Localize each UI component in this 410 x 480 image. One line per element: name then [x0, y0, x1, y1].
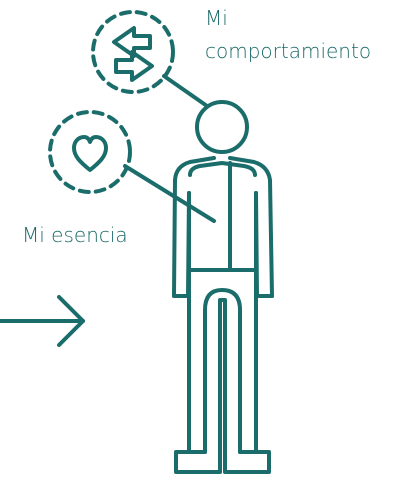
swap-arrows-icon — [112, 26, 154, 82]
person-legs-inner — [203, 288, 242, 454]
person-collar — [188, 161, 257, 177]
person-head — [195, 100, 249, 154]
essence-dashed-circle — [48, 110, 132, 194]
behavior-callout — [91, 10, 175, 94]
behavior-label-line2: comportamiento — [205, 39, 372, 63]
behavior-label-line1: Mi — [205, 6, 228, 30]
right-arrow-icon — [0, 295, 85, 347]
person-left-arm — [172, 156, 216, 298]
behavior-dashed-circle — [91, 10, 175, 94]
person-legs-outer — [174, 268, 271, 474]
person-figure — [172, 100, 274, 474]
behavior-connector-line — [162, 74, 209, 108]
heart-icon — [72, 135, 108, 172]
person-right-arm — [228, 156, 274, 298]
essence-label: Mi esencia — [22, 223, 128, 247]
essence-connector-line — [123, 164, 216, 223]
essence-callout — [48, 110, 132, 194]
